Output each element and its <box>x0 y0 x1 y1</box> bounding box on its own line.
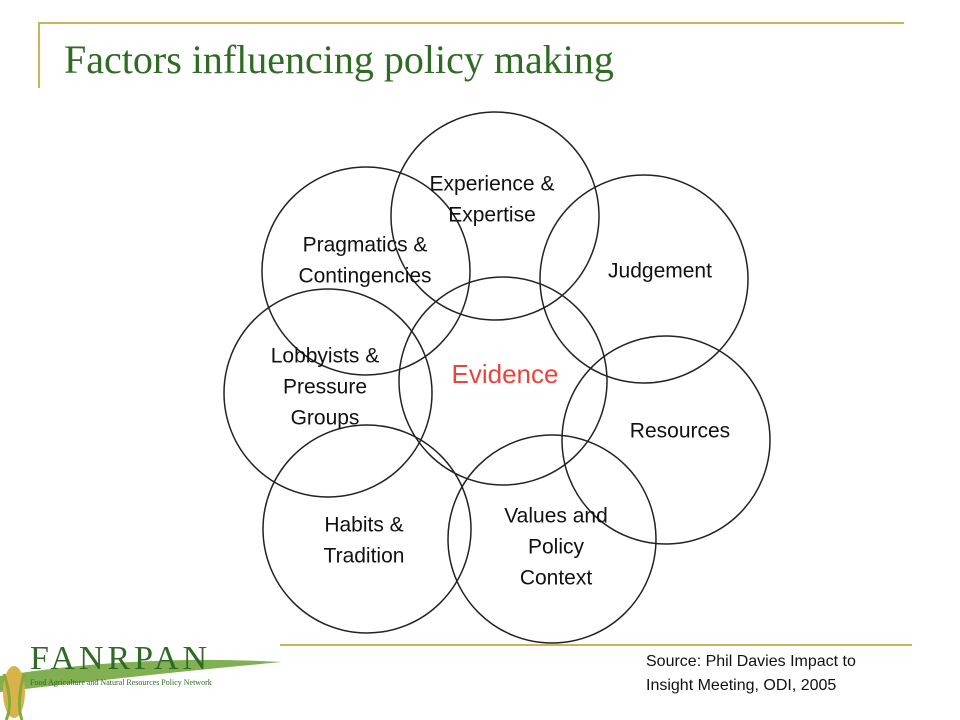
judgement-circle <box>539 174 749 384</box>
frame-left-rule <box>38 22 40 88</box>
evidence-circle <box>398 276 608 486</box>
values-label-line-3: Context <box>520 567 593 590</box>
fanrpan-logo <box>0 659 282 720</box>
experience-label-line-2: Expertise <box>448 204 536 227</box>
pragmatics-circle <box>261 166 471 376</box>
habits-label-line-1: Habits & <box>324 514 403 537</box>
lobbyists-circle <box>223 288 433 498</box>
habits-label-line-2: Tradition <box>324 545 405 568</box>
frame-top-rule <box>38 22 904 24</box>
resources-label-line-1: Resources <box>630 420 730 443</box>
bottom-rule <box>280 644 912 646</box>
experience-label-line-1: Experience & <box>430 173 555 196</box>
source-citation: Source: Phil Davies Impact to Insight Me… <box>646 650 946 698</box>
pragmatics-label-line-1: Pragmatics & <box>303 234 428 257</box>
source-line-2: Insight Meeting, ODI, 2005 <box>646 677 837 694</box>
values-circle <box>447 434 657 644</box>
corn-icon <box>2 666 26 720</box>
source-line-1: Source: Phil Davies Impact to <box>646 653 856 670</box>
pragmatics-label-line-2: Contingencies <box>298 265 431 288</box>
judgement-label-line-1: Judgement <box>608 260 712 283</box>
slide-title: Factors influencing policy making <box>64 37 614 82</box>
evidence-label: Evidence <box>452 359 559 389</box>
lobbyists-label-line-1: Lobbyists & <box>271 345 380 368</box>
lobbyists-label-line-3: Groups <box>291 407 360 430</box>
values-label-line-2: Policy <box>528 536 585 559</box>
logo-wordmark: FANRPAN <box>30 640 212 677</box>
lobbyists-label-line-2: Pressure <box>283 376 367 399</box>
logo-subtitle: Food Agriculture and Natural Resources P… <box>30 678 212 687</box>
values-label-line-1: Values and <box>504 505 608 528</box>
resources-circle <box>561 335 771 545</box>
experience-circle <box>390 111 600 321</box>
habits-circle <box>262 424 472 634</box>
